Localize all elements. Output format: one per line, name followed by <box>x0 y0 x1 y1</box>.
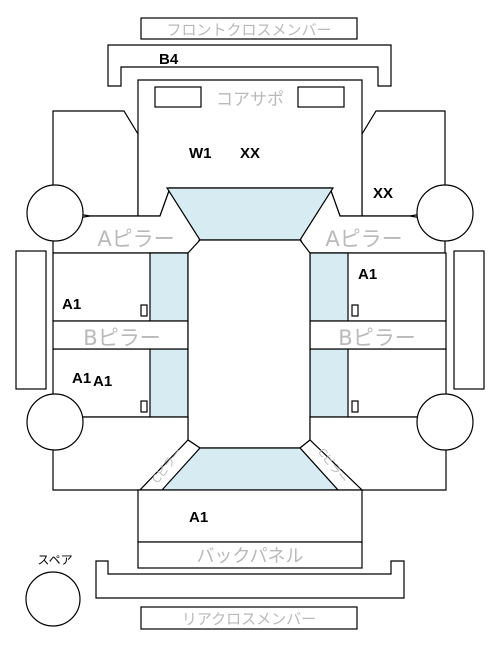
left-rear-door-code-2: A1 <box>93 373 112 390</box>
spare-tire <box>25 571 81 627</box>
rear-cross-member-label: リアクロスメンバー <box>182 610 316 628</box>
b-pillar-right-label: Bピラー <box>338 326 415 350</box>
right-side-sill <box>453 250 485 390</box>
front-right-wheel <box>416 184 474 242</box>
front-left-wheel <box>26 184 84 242</box>
b-pillar-right-panel <box>309 320 447 350</box>
right-front-window <box>309 252 349 322</box>
back-panel-box <box>137 541 363 569</box>
left-front-door-handle <box>140 304 148 317</box>
left-rear-window <box>149 348 189 418</box>
left-side-sill <box>15 250 47 390</box>
rear-cross-member-box <box>140 606 358 630</box>
rear-left-wheel <box>26 393 84 451</box>
spare-label: スペア <box>37 553 72 567</box>
a-pillar-right-label: Aピラー <box>325 227 402 251</box>
front-bumper-outline <box>107 44 392 87</box>
rear-bumper-outline <box>95 560 405 599</box>
b-pillar-left-panel <box>52 320 189 350</box>
core-support-label: コアサポ <box>216 90 284 110</box>
core-support-left-slot <box>154 86 202 108</box>
left-rear-door-handle <box>140 400 148 413</box>
roof-panel <box>187 239 311 449</box>
front-center-code-2: XX <box>240 145 260 162</box>
right-rear-window <box>309 348 349 418</box>
right-rear-door-handle <box>351 400 359 413</box>
right-front-door-handle <box>351 304 359 317</box>
back-panel-label: バックパネル <box>196 546 303 567</box>
front-member-code: B4 <box>159 51 179 68</box>
front-cross-member-box <box>140 17 358 40</box>
a-pillar-left-label: Aピラー <box>97 227 174 251</box>
left-rear-door-code-1: A1 <box>72 370 91 387</box>
b-pillar-left-label: Bピラー <box>83 326 160 350</box>
trunk-lid <box>137 489 363 543</box>
front-center-code-1: W1 <box>189 145 212 162</box>
right-front-door-code: A1 <box>358 266 377 283</box>
left-front-door-code: A1 <box>62 296 81 313</box>
rear-center-code: A1 <box>189 509 208 526</box>
right-fender-code: XX <box>373 185 393 202</box>
left-front-window <box>149 252 189 322</box>
front-cross-member-label: フロントクロスメンバー <box>166 21 331 39</box>
core-support-right-slot <box>297 86 345 108</box>
rear-right-wheel <box>416 393 474 451</box>
